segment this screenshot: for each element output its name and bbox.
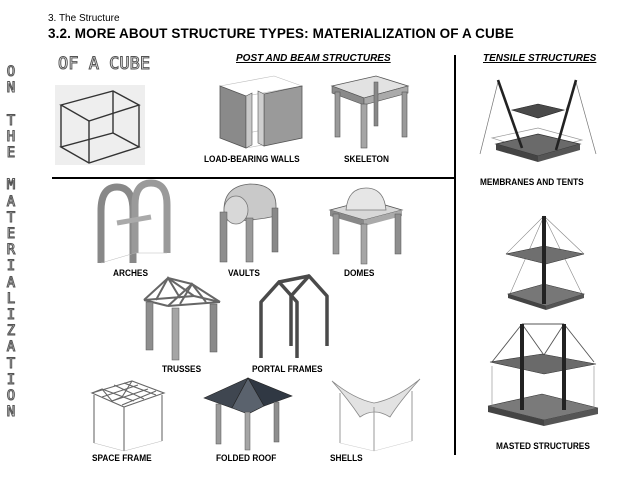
cube-title: OF A CUBE: [57, 54, 151, 75]
side-letter: M: [6, 177, 16, 194]
vertical-side-title: O N T H E M A T E R I A L I Z A T I O N: [0, 63, 22, 421]
chapter-heading: 3. The Structure: [48, 13, 120, 24]
side-letter: Z: [6, 323, 16, 340]
folded-roof-illustration: [203, 377, 293, 451]
wireframe-cube-illustration: [55, 85, 145, 165]
label-masted-structures: MASTED STRUCTURES: [496, 441, 590, 451]
side-letter: O: [6, 388, 16, 405]
post-beam-heading: POST AND BEAM STRUCTURES: [236, 53, 391, 64]
domes-illustration: [328, 187, 404, 265]
page-title: 3.2. MORE ABOUT STRUCTURE TYPES: MATERIA…: [48, 26, 514, 41]
portal-frames-illustration: [259, 274, 329, 358]
label-skeleton: SKELETON: [344, 154, 389, 164]
label-membranes-tents: MEMBRANES AND TENTS: [480, 177, 584, 187]
masted-large-illustration: [487, 323, 599, 426]
side-letter: A: [6, 193, 16, 210]
label-load-bearing-walls: LOAD-BEARING WALLS: [204, 154, 300, 164]
label-shells: SHELLS: [330, 453, 363, 463]
label-portal-frames: PORTAL FRAMES: [252, 364, 323, 374]
label-trusses: TRUSSES: [162, 364, 202, 374]
shells-illustration: [331, 378, 421, 452]
arches-illustration: [97, 179, 171, 264]
vaults-illustration: [219, 183, 279, 263]
side-letter: H: [6, 128, 16, 145]
masted-mid-illustration: [505, 215, 586, 310]
side-letter: A: [6, 339, 16, 356]
label-space-frame: SPACE FRAME: [92, 453, 152, 463]
side-letter: T: [6, 209, 16, 226]
skeleton-illustration: [330, 75, 410, 149]
label-arches: ARCHES: [113, 268, 148, 278]
tensile-heading: TENSILE STRUCTURES: [483, 53, 597, 64]
label-vaults: VAULTS: [228, 268, 260, 278]
side-letter: A: [6, 274, 16, 291]
membranes-tents-illustration: [479, 79, 597, 162]
horizontal-divider: [52, 177, 454, 179]
side-letter: T: [6, 355, 16, 372]
vertical-divider: [454, 55, 456, 455]
trusses-illustration: [143, 275, 221, 361]
side-letter: R: [6, 242, 16, 259]
side-letter: I: [6, 307, 16, 324]
label-domes: DOMES: [344, 268, 375, 278]
label-folded-roof: FOLDED ROOF: [216, 453, 277, 463]
side-letter: E: [6, 225, 16, 242]
side-letter: E: [6, 144, 16, 161]
space-frame-illustration: [90, 380, 166, 452]
side-letter: N: [6, 404, 16, 421]
side-letter: N: [6, 80, 16, 97]
side-letter: O: [6, 63, 16, 80]
side-letter: I: [6, 371, 16, 388]
side-letter: L: [6, 290, 16, 307]
load-bearing-walls-illustration: [218, 75, 304, 149]
side-letter: I: [6, 258, 16, 275]
side-letter: T: [6, 112, 16, 129]
